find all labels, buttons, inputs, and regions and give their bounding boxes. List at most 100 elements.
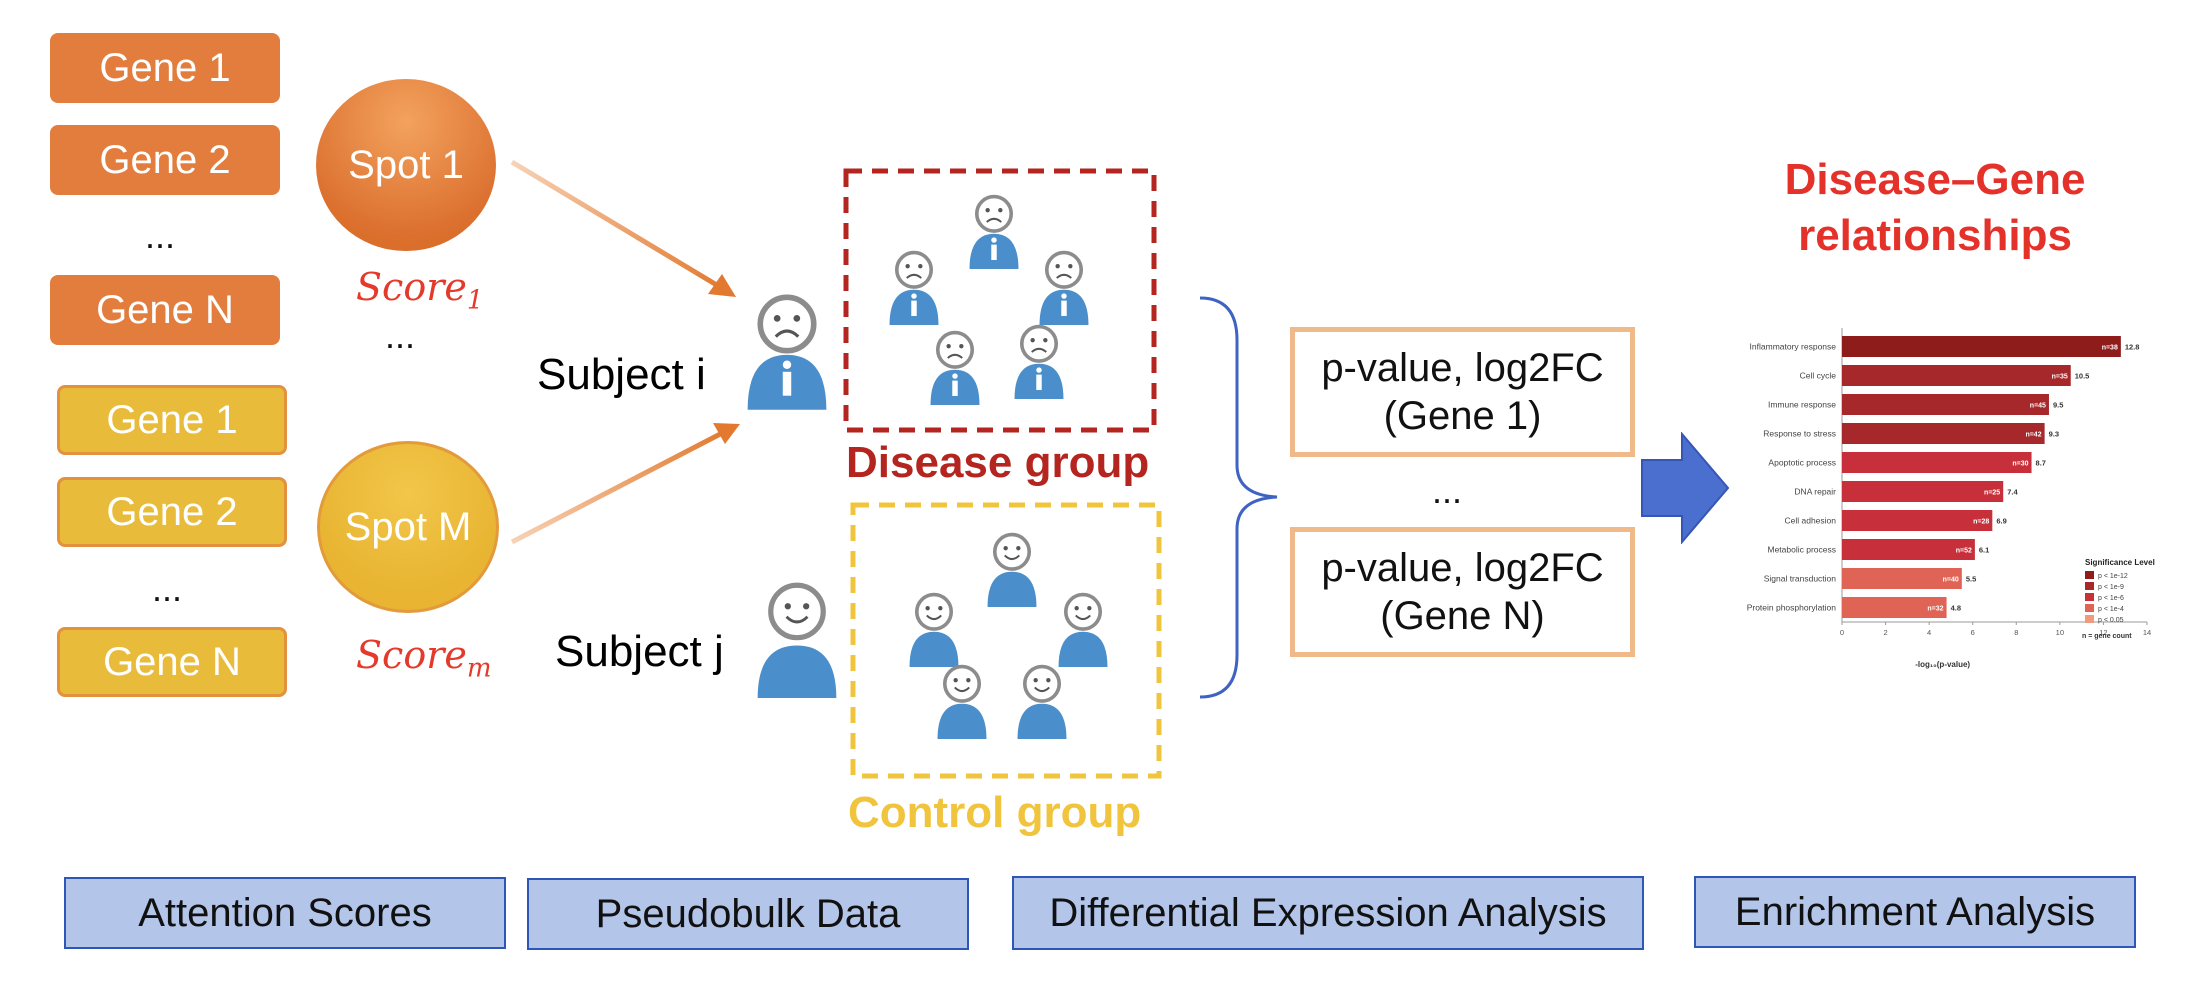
subject-j-label: Subject j — [555, 627, 724, 676]
step-attention-scores: Attention Scores — [64, 877, 506, 949]
category-label: Cell adhesion — [1784, 516, 1836, 526]
sad-person-icon — [930, 330, 980, 406]
step-differential-expression: Differential Expression Analysis — [1012, 876, 1644, 950]
category-label: Protein phosphorylation — [1747, 603, 1837, 613]
bar-value-label: 10.5 — [2075, 372, 2090, 381]
stat-ellipsis: ... — [1432, 470, 1463, 511]
score-m: Scorem — [356, 633, 492, 684]
title-line-2: relationships — [1798, 211, 2072, 260]
stat-line: p-value, log2FC — [1321, 346, 1604, 390]
legend-label: p < 1e-12 — [2098, 573, 2128, 580]
step-pseudobulk-data: Pseudobulk Data — [527, 878, 969, 950]
arrow-spotm-head — [713, 423, 740, 444]
x-tick-label: 8 — [2014, 628, 2018, 637]
gene-box-disease-2: Gene 2 — [50, 125, 280, 195]
step-label: Pseudobulk Data — [595, 891, 901, 936]
arrow-spot1-line — [510, 159, 727, 293]
happy-person-icon — [1017, 664, 1067, 740]
bar — [1842, 365, 2071, 386]
bar-value-label: 12.8 — [2125, 343, 2140, 352]
bar-value-label: 6.9 — [1996, 517, 2006, 526]
bar-count-label: n=30 — [2012, 461, 2028, 468]
bar-value-label: 5.5 — [1966, 575, 1976, 584]
legend-label: p < 0.05 — [2098, 617, 2124, 624]
score-ellipsis: ... — [385, 315, 416, 356]
stat-gene-label: (Gene N) — [1380, 594, 1545, 638]
x-tick-label: 12 — [2099, 628, 2107, 637]
bar-value-label: 7.4 — [2007, 488, 2018, 497]
sad-person-icon — [889, 250, 939, 326]
category-label: Apoptotic process — [1768, 458, 1836, 468]
gene-label: Gene N — [103, 639, 241, 684]
bar — [1842, 539, 1975, 560]
bar-count-label: n=28 — [1973, 519, 1989, 526]
gene-ellipsis: ... — [152, 568, 183, 609]
score-subscript: 1 — [466, 285, 484, 316]
stat-line: p-value, log2FC — [1321, 546, 1604, 590]
spot-label: Spot M — [344, 504, 472, 549]
category-label: Metabolic process — [1767, 545, 1836, 555]
bar-count-label: n=35 — [2052, 374, 2068, 381]
bar-value-label: 4.8 — [1951, 604, 1961, 613]
bar-value-label: 9.5 — [2053, 401, 2063, 410]
step-label: Differential Expression Analysis — [1049, 890, 1607, 935]
x-tick-label: 4 — [1927, 628, 1931, 637]
gene-label: Gene 1 — [106, 397, 238, 442]
bar — [1842, 597, 1947, 618]
happy-person-icon — [937, 664, 987, 740]
group-bracket — [1199, 296, 1278, 699]
happy-person-icon — [909, 592, 959, 668]
category-label: Inflammatory response — [1750, 342, 1837, 352]
category-label: Signal transduction — [1764, 574, 1837, 584]
legend-swatch — [2085, 582, 2094, 590]
legend-swatch — [2085, 615, 2094, 623]
x-tick-label: 14 — [2143, 628, 2151, 637]
bar — [1842, 568, 1962, 589]
bar-value-label: 6.1 — [1979, 546, 1989, 555]
score-subscript: m — [466, 653, 492, 684]
gene-box-control-n: Gene N — [57, 627, 287, 697]
gene-label: Gene 1 — [99, 45, 231, 90]
bar — [1842, 394, 2049, 415]
bar — [1842, 481, 2004, 502]
step-enrichment-analysis: Enrichment Analysis — [1694, 876, 2136, 948]
spot-m-circle: Spot M — [317, 441, 499, 613]
control-group-box — [850, 502, 1162, 779]
happy-person-icon — [987, 532, 1037, 608]
gene-box-disease-n: Gene N — [50, 275, 280, 345]
step-label: Attention Scores — [138, 890, 432, 935]
legend-note: n = gene count — [2082, 633, 2132, 640]
stat-gene-label: (Gene 1) — [1383, 394, 1542, 438]
enrichment-title: Disease–Gene relationships — [1700, 152, 2170, 264]
happy-person-icon — [757, 582, 837, 698]
category-label: DNA repair — [1794, 487, 1836, 497]
spot-label: Spot 1 — [348, 142, 464, 187]
disease-group-label: Disease group — [846, 438, 1150, 487]
category-label: Immune response — [1768, 400, 1836, 410]
stat-box-gene-n: p-value, log2FC (Gene N) — [1290, 527, 1635, 657]
gene-box-disease-1: Gene 1 — [50, 33, 280, 103]
score-text: Score — [356, 633, 467, 677]
right-arrow-icon — [1641, 432, 1730, 544]
sad-person-icon — [1039, 250, 1089, 326]
legend-swatch — [2085, 604, 2094, 612]
legend-label: p < 1e-6 — [2098, 595, 2124, 602]
spot-to-subject-arrows — [510, 159, 740, 545]
sad-person-icon — [1014, 324, 1064, 400]
bar-count-label: n=52 — [1956, 548, 1972, 555]
sad-person-icon — [747, 294, 827, 410]
happy-person-icon — [1058, 592, 1108, 668]
gene-label: Gene 2 — [106, 489, 238, 534]
bar-count-label: n=32 — [1927, 606, 1943, 613]
bar — [1842, 452, 2032, 473]
stat-box-gene-1: p-value, log2FC (Gene 1) — [1290, 327, 1635, 457]
bar-count-label: n=45 — [2030, 403, 2046, 410]
title-line-1: Disease–Gene — [1784, 155, 2086, 204]
legend-label: p < 1e-4 — [2098, 606, 2124, 613]
category-label: Cell cycle — [1800, 371, 1837, 381]
bar — [1842, 510, 1993, 531]
legend-swatch — [2085, 571, 2094, 579]
bar-value-label: 9.3 — [2049, 430, 2059, 439]
x-tick-label: 6 — [1971, 628, 1975, 637]
score-text: Score — [356, 265, 467, 309]
